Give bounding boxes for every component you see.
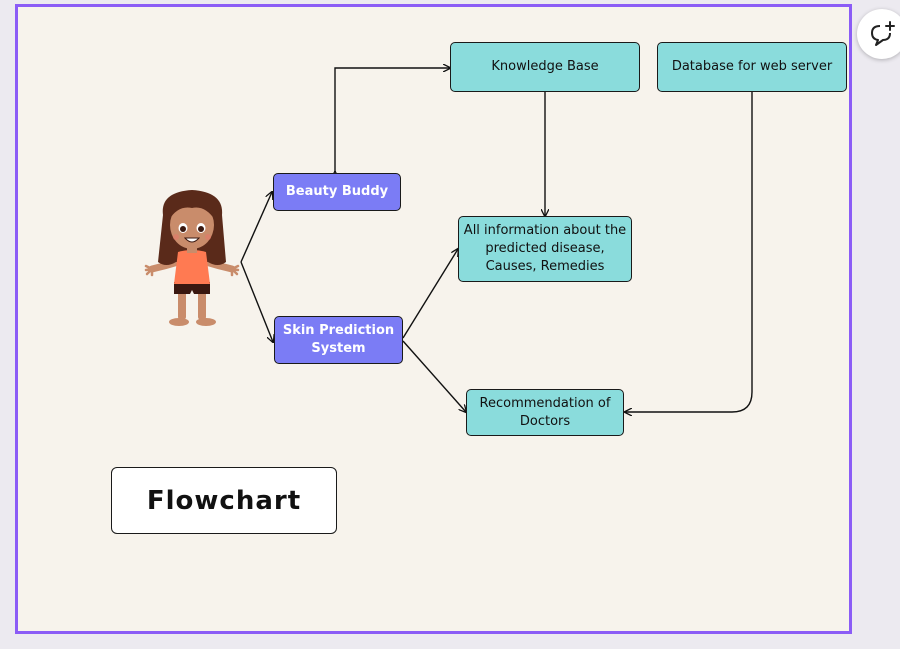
beauty-buddy-node[interactable]: Beauty Buddy <box>273 173 401 211</box>
edge-beauty-buddy-to-knowledge-base <box>335 68 450 172</box>
beauty-buddy-label: Beauty Buddy <box>285 184 389 199</box>
flowchart-title: Flowchart <box>146 485 302 516</box>
edge-skin-prediction-to-recommendation <box>402 340 466 412</box>
skin-prediction-node[interactable]: Skin Prediction System <box>274 316 403 364</box>
flowchart-title-box[interactable]: Flowchart <box>111 467 337 534</box>
database-node[interactable]: Database for web server <box>657 42 847 92</box>
skin-prediction-label: Skin Prediction System <box>282 323 395 356</box>
edge-user-to-skin-prediction <box>240 261 273 342</box>
database-label: Database for web server <box>671 59 833 74</box>
add-comment-button[interactable] <box>857 9 900 59</box>
recommendation-label: Recommendation of Doctors <box>479 395 611 429</box>
edge-database-to-recommendation <box>625 92 753 412</box>
add-comment-icon <box>871 21 895 46</box>
knowledge-base-label: Knowledge Base <box>491 59 599 74</box>
disease-info-node[interactable]: All information about the predicted dise… <box>458 216 632 282</box>
edge-user-to-beauty-buddy <box>240 192 272 263</box>
recommendation-node[interactable]: Recommendation of Doctors <box>466 389 624 436</box>
edge-skin-prediction-to-disease-info <box>402 249 458 339</box>
disease-info-label: All information about the predicted dise… <box>463 223 627 274</box>
knowledge-base-node[interactable]: Knowledge Base <box>450 42 640 92</box>
